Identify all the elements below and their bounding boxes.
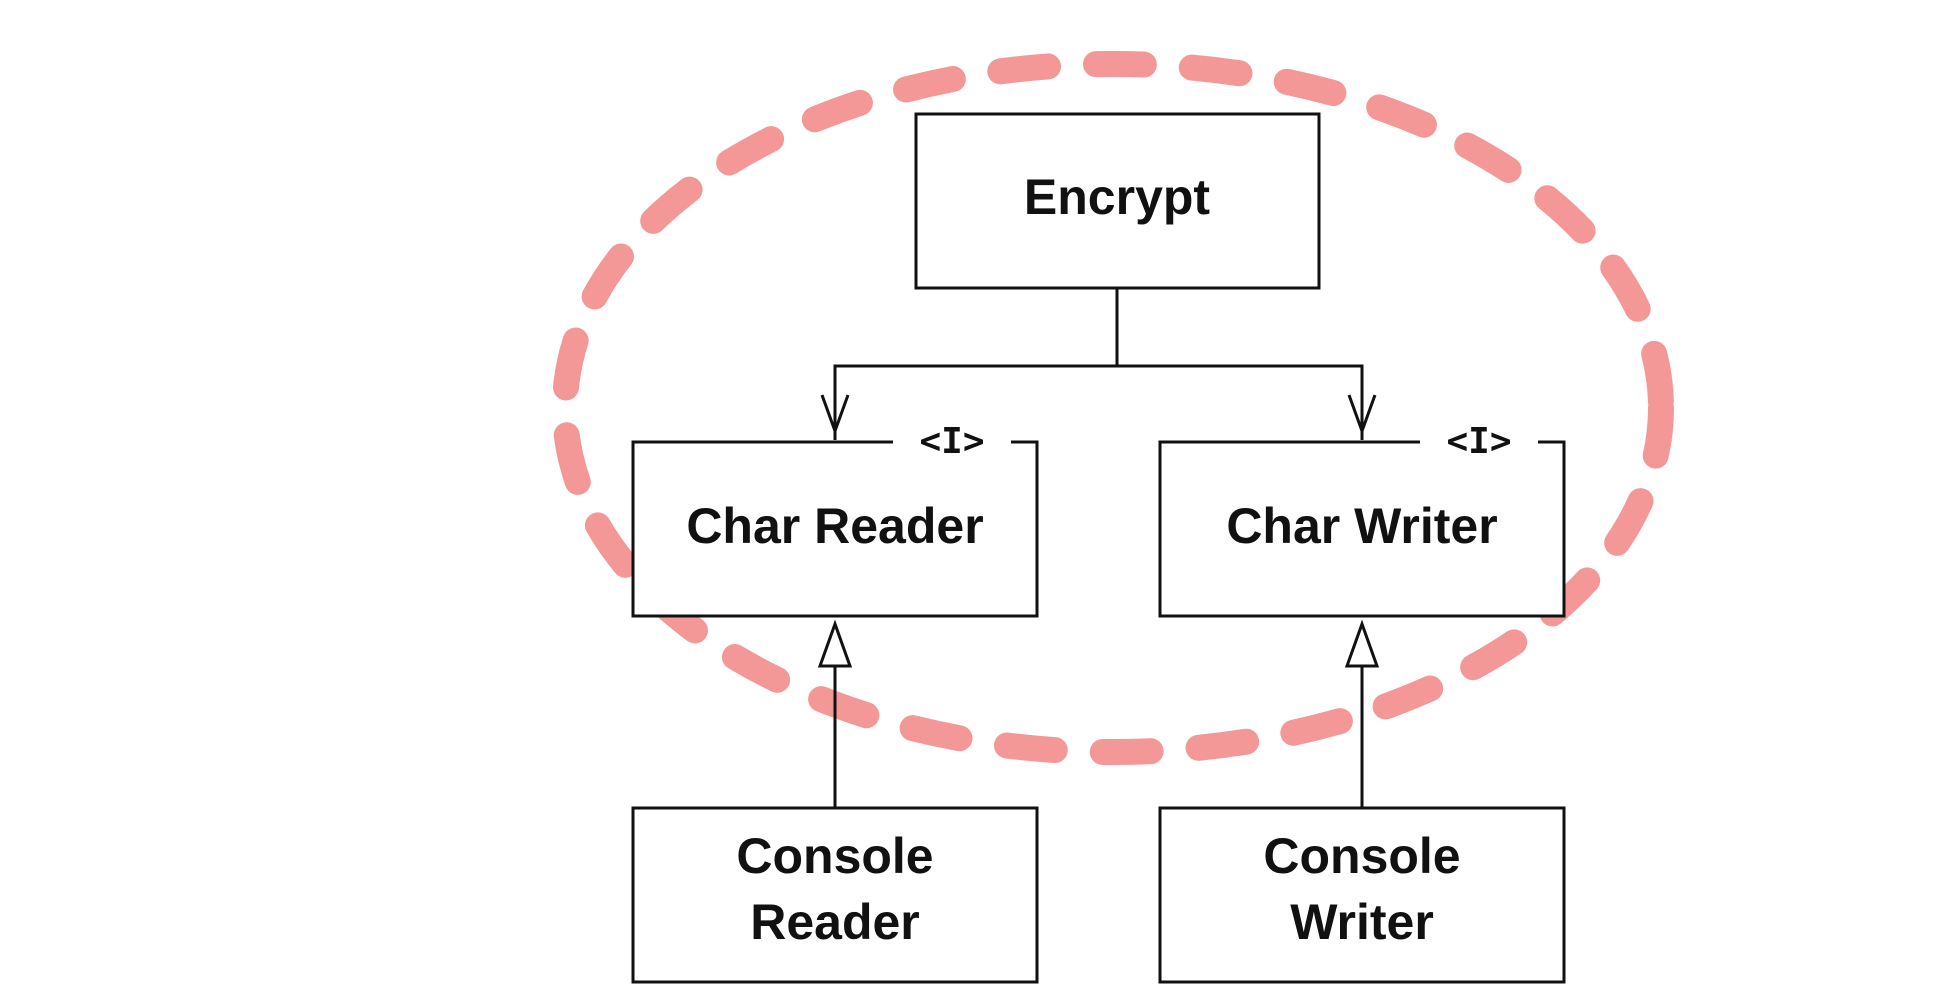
writer-arrowhead-open	[1347, 394, 1377, 436]
encrypt-node: Encrypt	[914, 112, 1321, 290]
char-writer-label: Char Writer	[1226, 498, 1497, 554]
char-reader-node: <I> Char Reader	[631, 421, 1039, 618]
writer-triangle-arrowhead	[1344, 619, 1380, 668]
reader-triangle-arrowhead	[817, 619, 853, 668]
interface-stereotype-writer: <I>	[1446, 421, 1511, 462]
char-writer-node: <I> Char Writer	[1158, 421, 1566, 618]
console-writer-label-line2: Writer	[1290, 894, 1434, 950]
char-reader-label: Char Reader	[686, 498, 983, 554]
encrypt-to-writer-edge	[1117, 364, 1364, 440]
console-reader-label-line2: Reader	[750, 894, 920, 950]
encrypt-to-reader-edge	[833, 364, 1117, 440]
reader-arrowhead-open	[820, 394, 850, 436]
realization-edges	[817, 619, 1380, 808]
console-writer-node: Console Writer	[1158, 806, 1566, 984]
dependency-edges	[820, 288, 1377, 440]
console-reader-node: Console Reader	[631, 806, 1039, 984]
console-reader-label-line1: Console	[736, 828, 933, 884]
interface-stereotype-reader: <I>	[919, 421, 984, 462]
encrypt-label: Encrypt	[1024, 169, 1211, 225]
console-writer-label-line1: Console	[1263, 828, 1460, 884]
highlight-ellipse	[552, 51, 1674, 765]
